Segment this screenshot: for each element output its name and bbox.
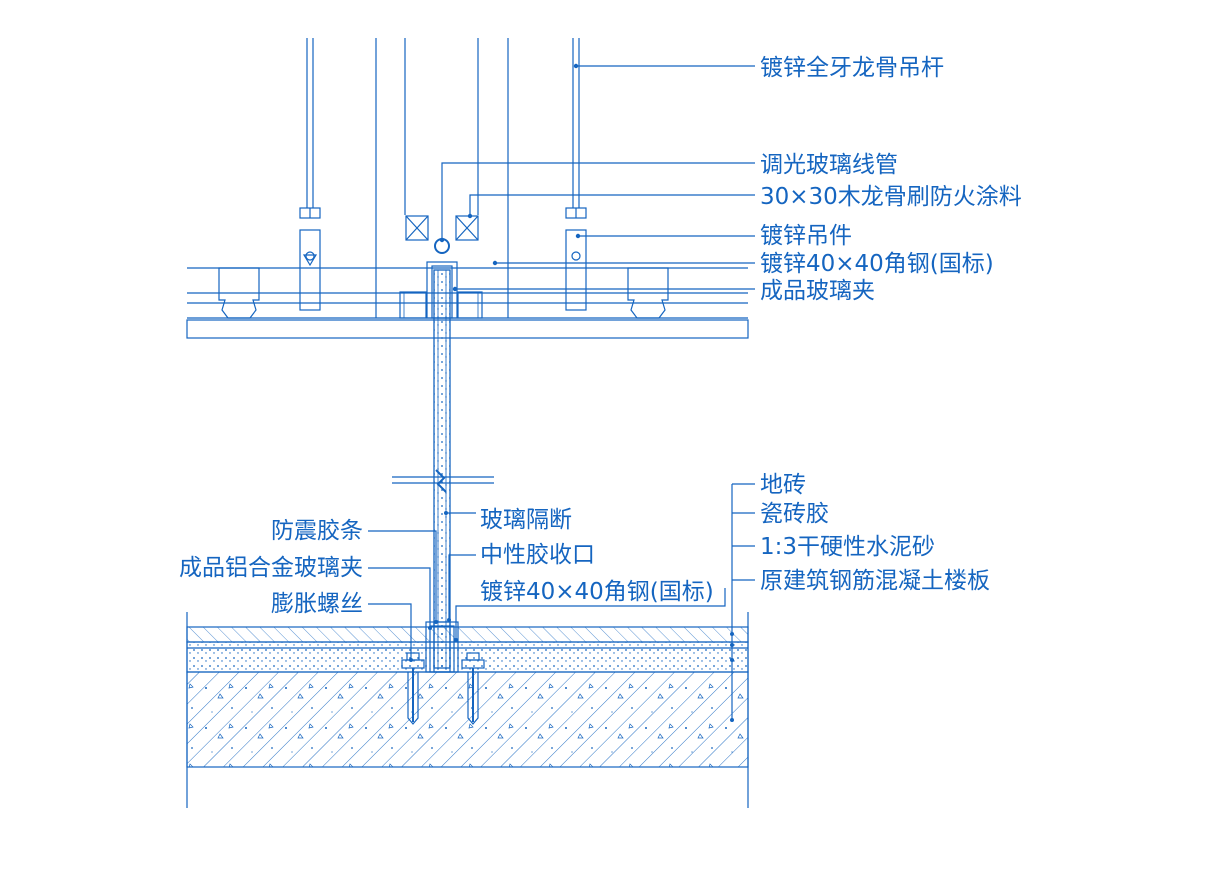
label-wood-batten: 30×30木龙骨刷防火涂料 (760, 184, 1022, 210)
leader-lines (368, 63, 755, 722)
label-angle-steel-top: 镀锌40×40角钢(国标) (760, 251, 994, 277)
label-dimming-conduit: 调光玻璃线管 (760, 152, 898, 178)
label-aluminum-glass-clip: 成品铝合金玻璃夹 (179, 555, 363, 581)
label-floor-tile: 地砖 (760, 472, 806, 498)
label-hanger-fitting: 镀锌吊件 (760, 223, 852, 249)
label-cement-mortar: 1:3干硬性水泥砂 (760, 534, 935, 560)
expansion-bolt-right (461, 652, 485, 725)
label-glass-clip-top: 成品玻璃夹 (760, 278, 875, 304)
label-neutral-sealant: 中性胶收口 (480, 542, 595, 568)
left-labels: 防震胶条 成品铝合金玻璃夹 膨胀螺丝 (179, 518, 363, 617)
ceiling-structure (186, 38, 749, 339)
center-labels: 玻璃隔断 中性胶收口 镀锌40×40角钢(国标) (480, 507, 714, 605)
label-glass-partition: 玻璃隔断 (480, 507, 572, 533)
label-hanger-rod: 镀锌全牙龙骨吊杆 (760, 55, 944, 81)
floor-labels: 地砖 瓷砖胶 1:3干硬性水泥砂 原建筑钢筋混凝土楼板 (760, 472, 990, 594)
right-top-labels: 镀锌全牙龙骨吊杆 调光玻璃线管 30×30木龙骨刷防火涂料 镀锌吊件 镀锌40×… (760, 55, 1022, 304)
label-expansion-bolt: 膨胀螺丝 (271, 591, 363, 617)
label-concrete-slab: 原建筑钢筋混凝土楼板 (760, 568, 990, 594)
label-angle-steel-bottom: 镀锌40×40角钢(国标) (480, 579, 714, 605)
glass-partition-panel (392, 269, 494, 669)
label-shock-strip: 防震胶条 (271, 518, 363, 544)
label-tile-adhesive: 瓷砖胶 (760, 501, 829, 527)
floor-structure (186, 612, 749, 808)
